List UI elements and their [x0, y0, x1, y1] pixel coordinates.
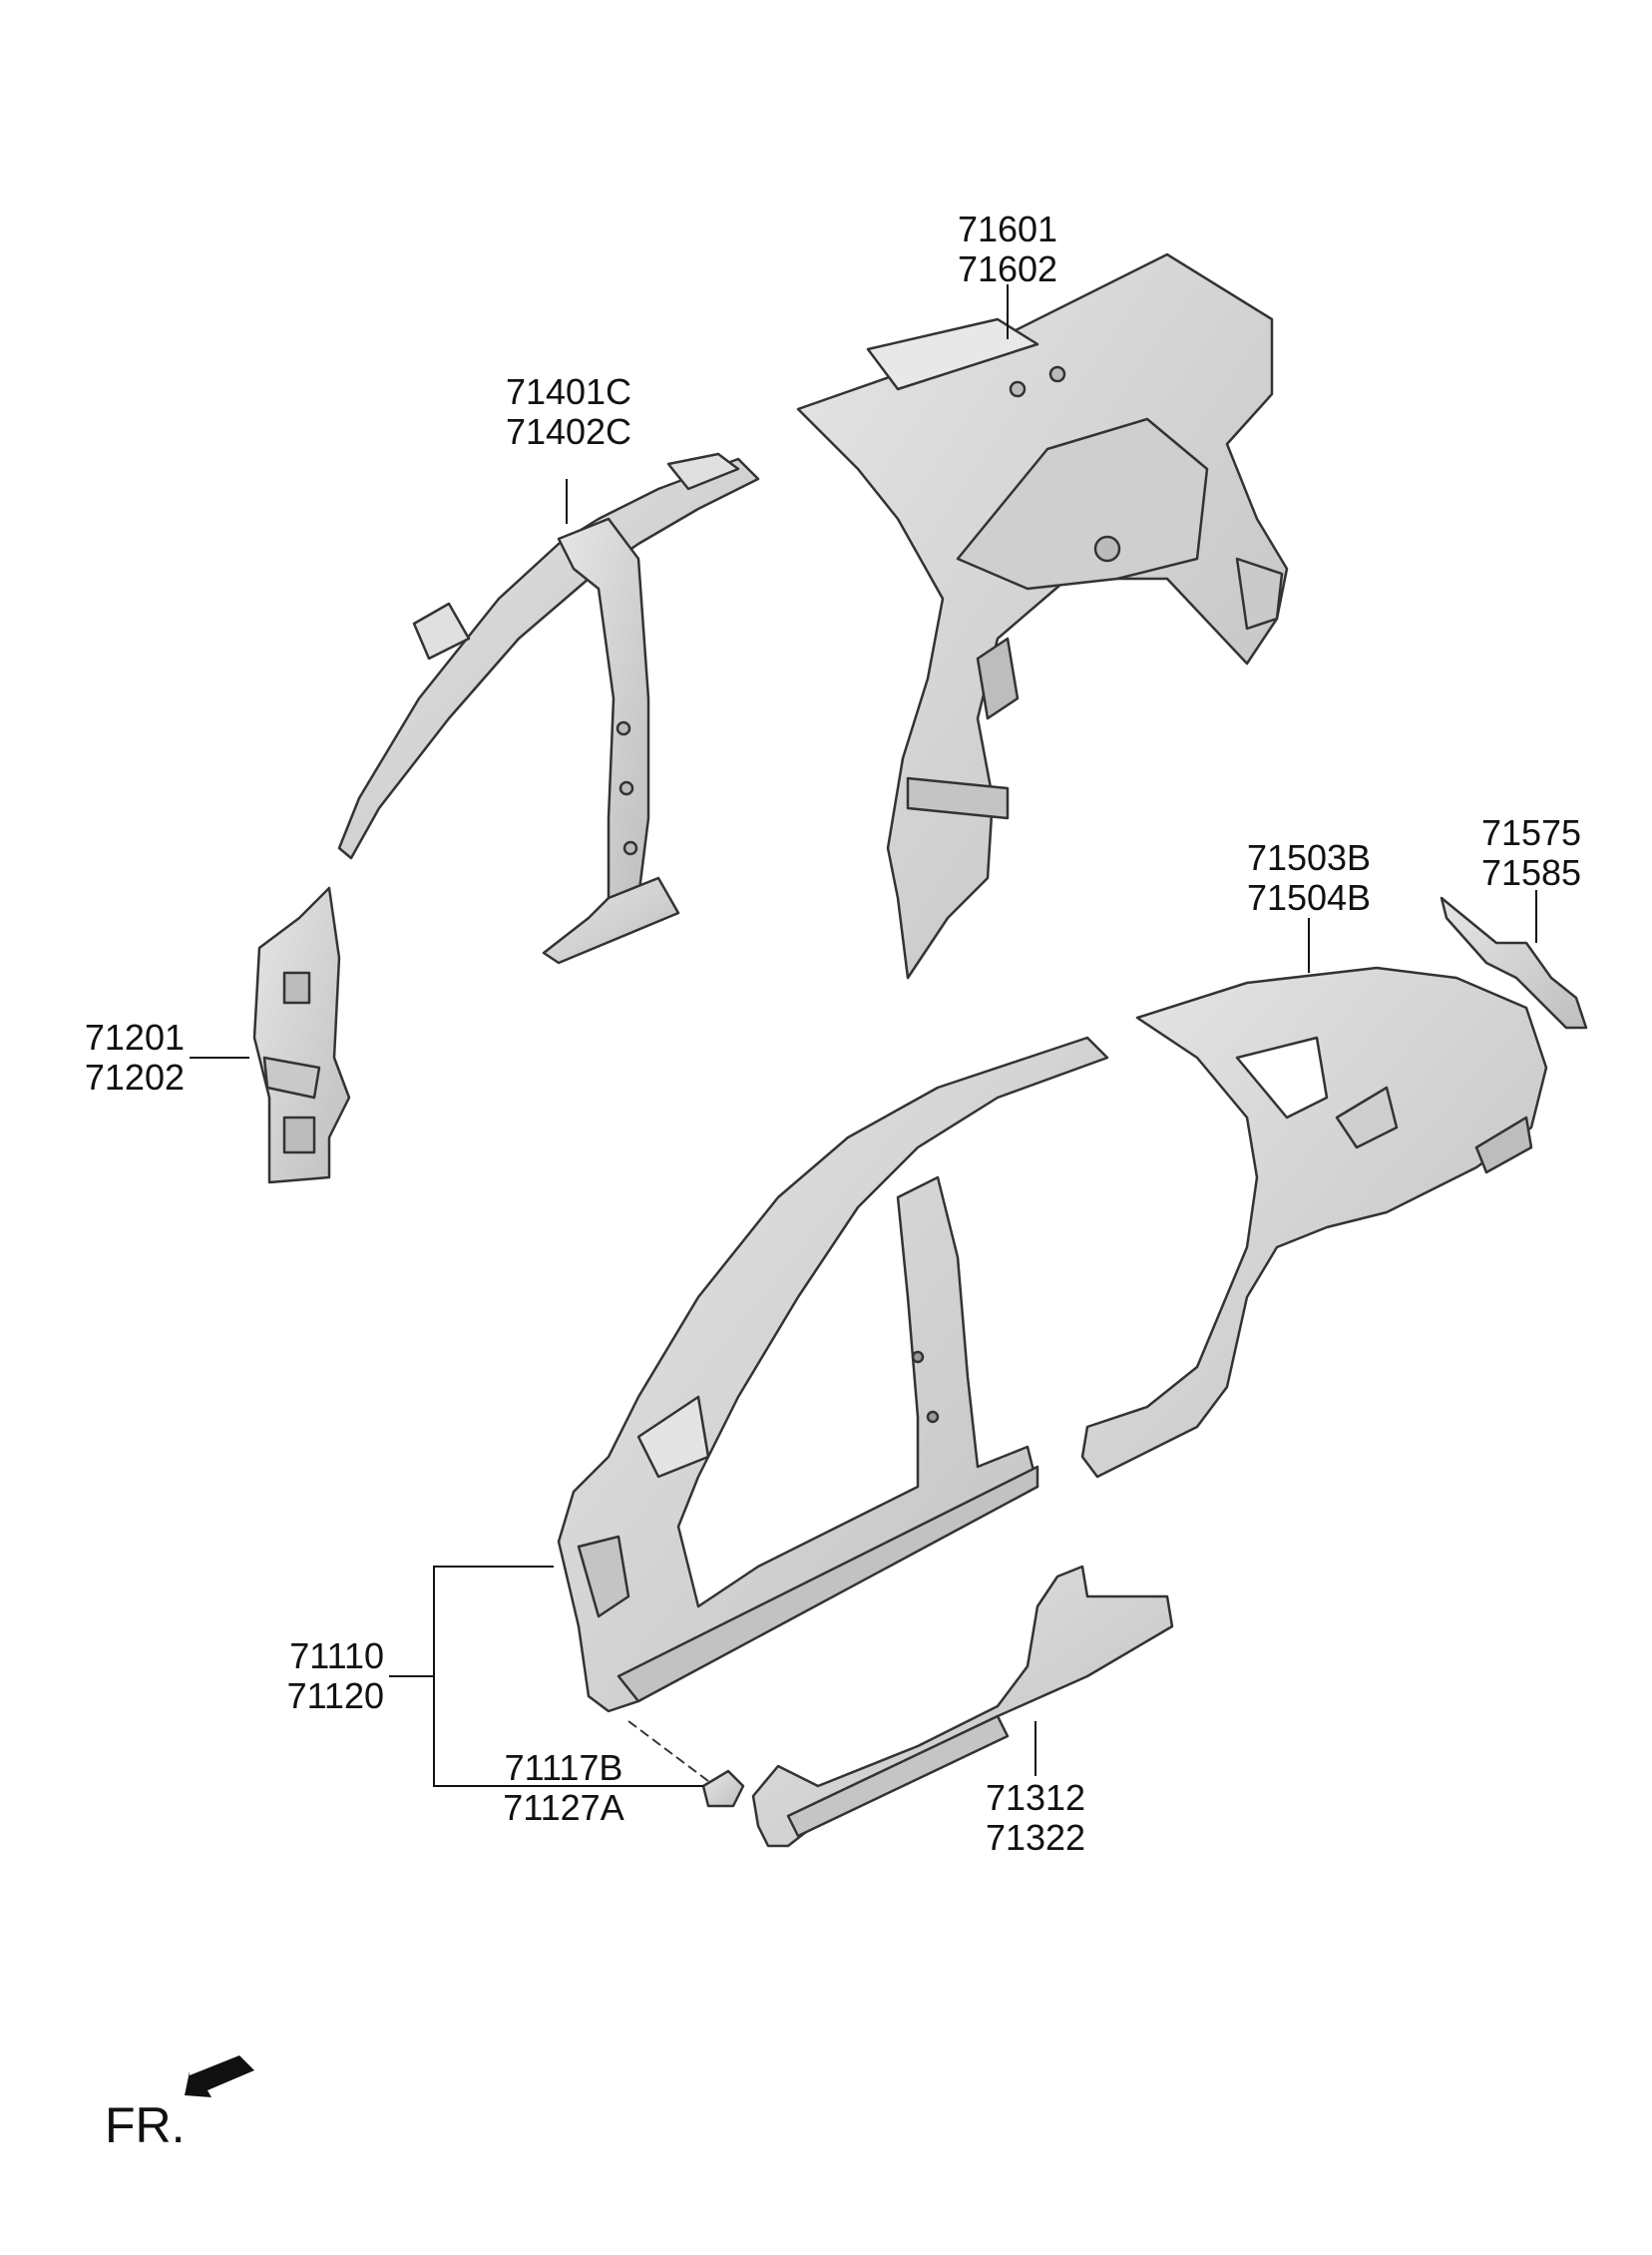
front-direction-label: FR.	[105, 2097, 186, 2153]
callout-71201-line1: 71201	[84, 1017, 185, 1058]
callout-71117b-line2: 71127A	[503, 1787, 624, 1828]
callout-71503b: 71503B 71504B	[1229, 838, 1389, 918]
callout-71110-line2: 71120	[286, 1675, 384, 1716]
callout-71601-line2: 71602	[957, 248, 1058, 289]
part-71312-side-sill	[751, 1565, 1174, 1848]
part-71201-hinge-pillar	[252, 886, 351, 1184]
part-71575-bracket	[1440, 896, 1588, 1030]
front-direction-arrow-icon	[185, 2055, 254, 2097]
callout-71117b: 71117B 71127A	[484, 1748, 643, 1828]
part-71601-inner-quarter-panel	[796, 252, 1289, 980]
part-71117b-bracket	[701, 1769, 745, 1808]
callout-71601-line1: 71601	[957, 209, 1058, 249]
callout-71601: 71601 71602	[938, 210, 1077, 289]
part-71110-side-outer-panel	[557, 1036, 1109, 1713]
part-71503b-quarter-outer-panel	[1080, 966, 1548, 1479]
callout-71503b-line1: 71503B	[1246, 837, 1372, 878]
callout-71401c-line2: 71402C	[505, 411, 632, 452]
callout-71110: 71110 71120	[254, 1636, 384, 1716]
callout-71575-line1: 71575	[1480, 812, 1582, 853]
callout-71312-line2: 71322	[985, 1817, 1086, 1858]
callout-71201: 71201 71202	[60, 1018, 185, 1098]
part-71401c-pillar-inner	[337, 452, 760, 965]
callout-71312-line1: 71312	[985, 1777, 1086, 1818]
callout-71575: 71575 71585	[1461, 813, 1601, 893]
callout-71201-line2: 71202	[84, 1057, 185, 1098]
callout-71575-line2: 71585	[1480, 852, 1582, 893]
callout-71312: 71312 71322	[966, 1778, 1105, 1858]
callout-71117b-line1: 71117B	[504, 1747, 623, 1788]
dashed-assembly-line	[627, 1720, 709, 1782]
callout-71110-line1: 71110	[289, 1635, 384, 1676]
callout-71503b-line2: 71504B	[1246, 877, 1372, 918]
callout-71401c: 71401C 71402C	[489, 372, 648, 452]
callout-71401c-line1: 71401C	[505, 371, 632, 412]
